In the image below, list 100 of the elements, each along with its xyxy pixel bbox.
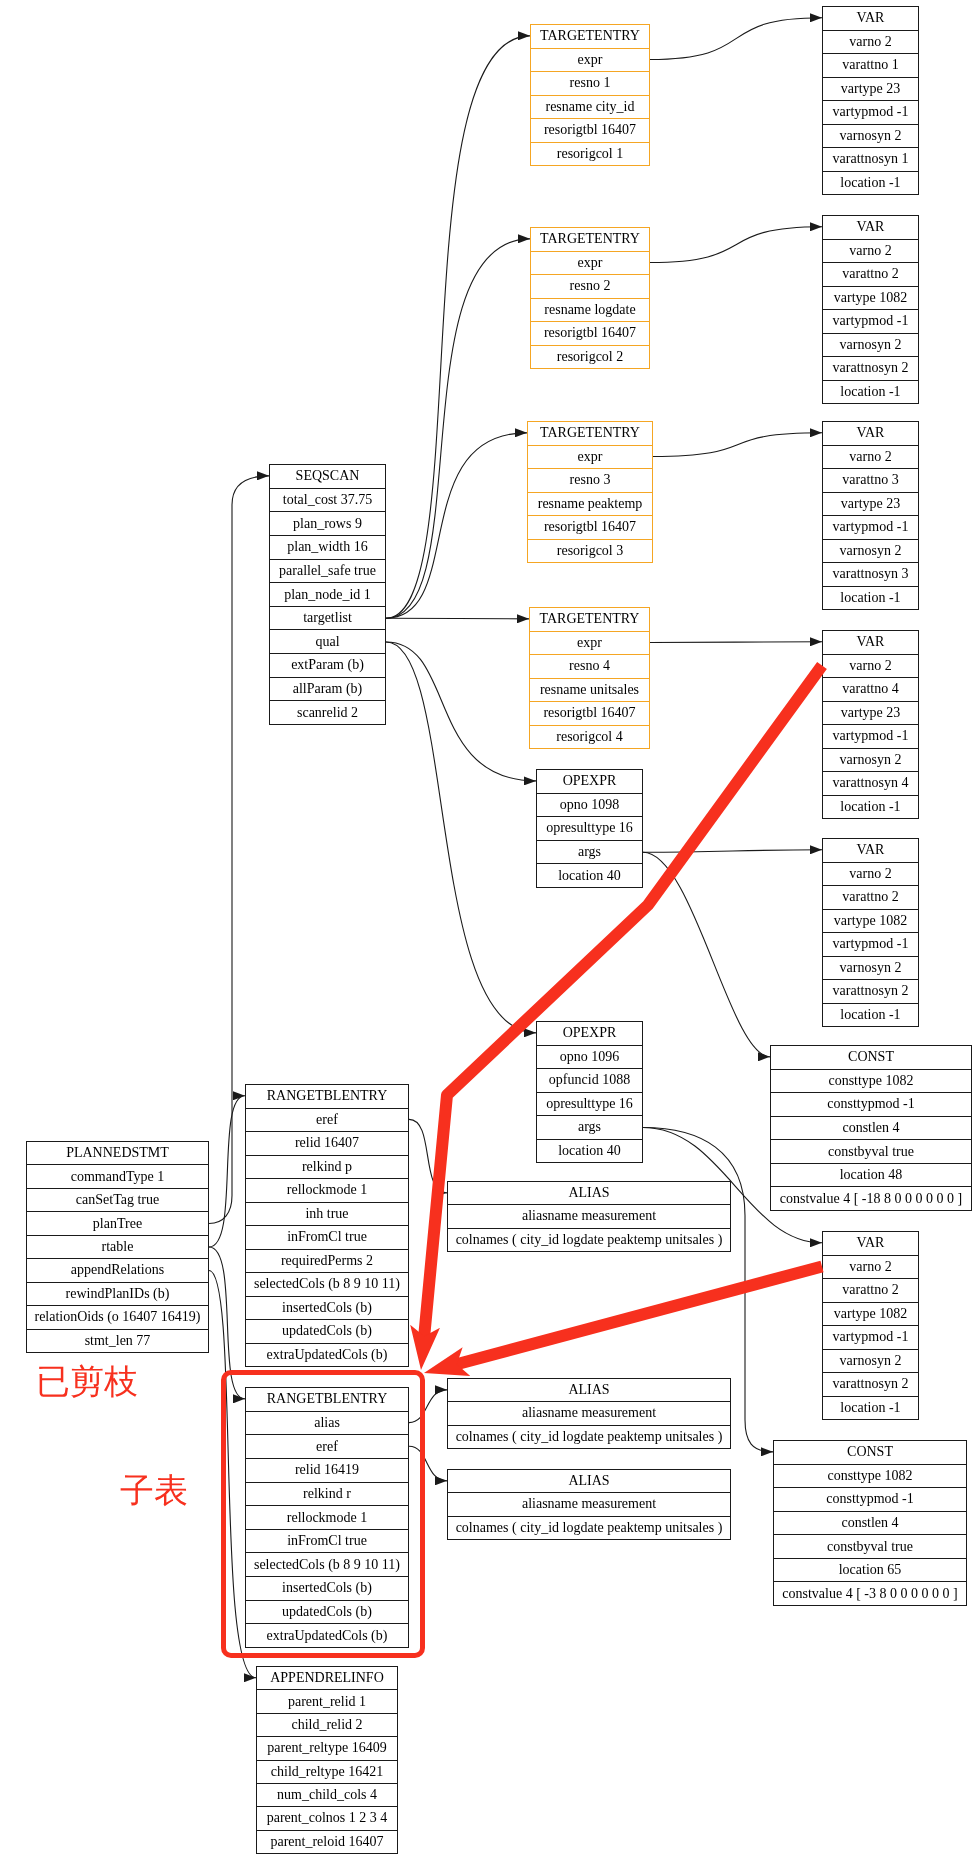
record-field: resorigcol 3 xyxy=(556,542,624,559)
record-field: varnosyn 2 xyxy=(839,336,902,353)
record-field: varno 2 xyxy=(849,865,892,882)
record-field: resno 1 xyxy=(569,75,611,92)
annotation-text: 子表 xyxy=(120,1473,188,1507)
record-node xyxy=(245,1387,409,1648)
record-field: extraUpdatedCols (b) xyxy=(266,1627,388,1644)
record-title: TARGETENTRY xyxy=(540,425,640,442)
record-node xyxy=(822,421,919,610)
record-field: parent_relid 1 xyxy=(287,1693,367,1710)
record-field: varno 2 xyxy=(849,33,892,50)
record-field: vartype 23 xyxy=(840,704,901,721)
record-field: varattno 1 xyxy=(842,57,899,74)
record-field: constlen 4 xyxy=(841,1515,899,1531)
record-field: resorigcol 2 xyxy=(556,348,624,365)
record-field: parent_reltype 16409 xyxy=(267,1740,387,1757)
record-field: varno 2 xyxy=(849,242,892,259)
record-field: varattno 4 xyxy=(842,681,899,698)
record-field: selectedCols (b 8 9 10 11) xyxy=(253,1556,401,1573)
record-field: vartypmod -1 xyxy=(832,519,909,536)
record-field: alias xyxy=(314,1414,340,1431)
arrow xyxy=(642,1126,774,1456)
record-node xyxy=(530,24,650,166)
record-field: aliasname measurement xyxy=(521,1405,657,1422)
record-field: child_relid 2 xyxy=(291,1716,363,1733)
record-node xyxy=(822,215,919,404)
record-node xyxy=(447,1181,731,1252)
record-field: location -1 xyxy=(840,1399,901,1416)
record-field: colnames ( city_id logdate peaktemp unitsales ) xyxy=(455,1519,723,1536)
record-title: TARGETENTRY xyxy=(539,611,640,628)
record-field: plan_width 16 xyxy=(287,539,368,556)
record-field: scanrelid 2 xyxy=(297,704,358,721)
record-field: qual xyxy=(315,633,340,650)
arrow xyxy=(652,428,823,458)
record-title: RANGETBLENTRY xyxy=(266,1088,388,1105)
record-field: varnosyn 2 xyxy=(839,542,902,559)
record-field: inFromCl true xyxy=(287,1533,367,1550)
record-node xyxy=(256,1666,398,1854)
annotation-text: 已剪枝 xyxy=(36,1364,138,1398)
record-title: OPEXPR xyxy=(562,773,617,790)
record-field: updatedCols (b) xyxy=(282,1323,372,1340)
record-field: rellockmode 1 xyxy=(286,1509,368,1526)
record-field: expr xyxy=(577,254,603,271)
record-field: location -1 xyxy=(840,383,901,400)
record-field: vartypmod -1 xyxy=(832,313,909,330)
record-node xyxy=(245,1084,409,1367)
record-field: relid 16419 xyxy=(294,1462,360,1479)
record-field: stmt_len 77 xyxy=(84,1332,151,1349)
record-node xyxy=(773,1440,967,1606)
record-node xyxy=(536,1021,643,1163)
record-field: plan_rows 9 xyxy=(293,515,362,532)
record-field: varno 2 xyxy=(849,1258,892,1275)
record-field: resorigtbl 16407 xyxy=(543,705,636,722)
arrow xyxy=(642,851,771,1058)
record-field: resorigtbl 16407 xyxy=(543,122,637,139)
record-field: planTree xyxy=(92,1215,143,1232)
record-field: varattnosyn 2 xyxy=(832,983,909,1000)
record-field: eref xyxy=(316,1438,338,1455)
record-field: colnames ( city_id logdate peaktemp unitsales ) xyxy=(455,1231,723,1248)
record-field: eref xyxy=(316,1111,338,1128)
record-field: parent_reloid 16407 xyxy=(270,1833,384,1850)
record-field: parent_colnos 1 2 3 4 xyxy=(266,1810,388,1827)
arrow xyxy=(385,614,530,624)
record-field: varattnosyn 2 xyxy=(832,360,909,377)
record-node xyxy=(822,1231,919,1420)
record-field: location 40 xyxy=(558,1142,621,1159)
record-field: inFromCl true xyxy=(287,1229,367,1246)
arrow xyxy=(385,237,531,619)
record-field: vartype 1082 xyxy=(833,289,908,306)
record-title: PLANNEDSTMT xyxy=(66,1145,169,1162)
record-field: parallel_safe true xyxy=(279,562,376,579)
record-field: total_cost 37.75 xyxy=(282,491,373,508)
record-title: ALIAS xyxy=(568,1382,610,1399)
record-field: varno 2 xyxy=(849,657,892,674)
arrow xyxy=(408,1386,448,1424)
record-node xyxy=(822,6,919,195)
arrow xyxy=(385,641,537,785)
record-node xyxy=(447,1378,731,1449)
record-title: RANGETBLENTRY xyxy=(266,1391,388,1408)
record-field: resorigcol 1 xyxy=(556,145,624,162)
record-node xyxy=(536,769,643,888)
record-field: resname unitsales xyxy=(539,681,640,698)
record-title: SEQSCAN xyxy=(295,468,360,485)
record-field: resno 2 xyxy=(569,278,611,295)
record-title: TARGETENTRY xyxy=(540,28,640,45)
arrow xyxy=(649,222,823,264)
record-node xyxy=(822,630,919,819)
record-field: varnosyn 2 xyxy=(839,127,902,144)
record-field: rellockmode 1 xyxy=(286,1182,368,1199)
record-field: relationOids (o 16407 16419) xyxy=(34,1309,201,1326)
arrow xyxy=(649,637,823,647)
record-node xyxy=(530,227,650,369)
record-field: vartypmod -1 xyxy=(832,104,909,121)
record-field: location -1 xyxy=(840,589,901,606)
record-field: canSetTag true xyxy=(75,1192,160,1209)
record-field: extParam (b) xyxy=(291,657,364,674)
record-field: constvalue 4 [ -18 8 0 0 0 0 0 0 ] xyxy=(779,1190,963,1207)
record-field: varattno 2 xyxy=(842,1282,899,1299)
record-title: VAR xyxy=(856,425,885,442)
record-field: vartypmod -1 xyxy=(832,728,909,745)
